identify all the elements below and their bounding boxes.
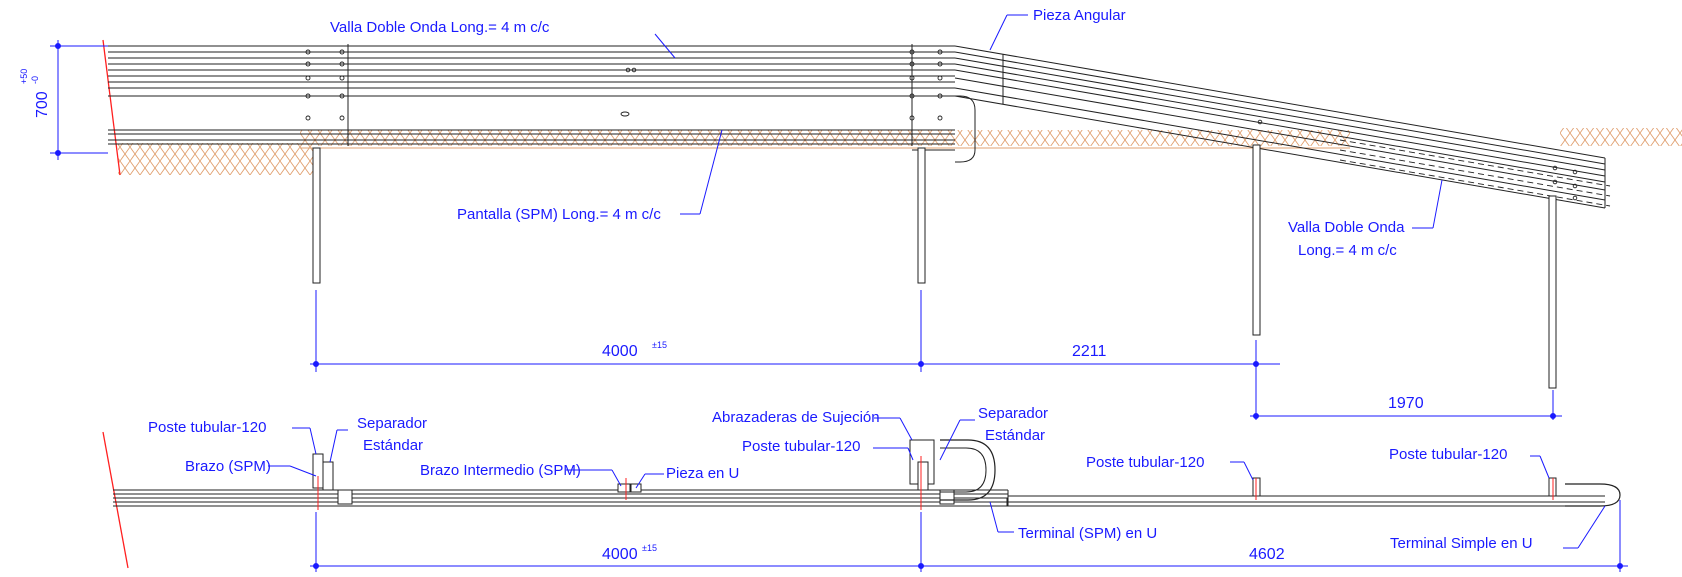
ground-hatch-right [1560,128,1682,146]
label-separador-mid-1: Separador [978,405,1048,422]
label-pantalla: Pantalla (SPM) Long.= 4 m c/c [457,206,661,223]
label-valla-top: Valla Doble Onda Long.= 4 m c/c [330,19,550,36]
label-separador-mid-2: Estándar [985,427,1045,444]
terminal-simple-u [1565,483,1621,507]
label-brazo: Brazo (SPM) [185,458,271,475]
post-elev-4 [1548,195,1557,389]
elev-dim-2-value: 2211 [1072,343,1107,360]
plan-dim-2-value: 4602 [1249,546,1285,563]
label-pieza-angular: Pieza Angular [1033,7,1126,24]
leaders-plan [268,417,1606,549]
plan-dim-1-tol: ±15 [642,543,657,553]
centerlines-red [317,456,1554,510]
label-terminal-simple: Terminal Simple en U [1390,535,1533,552]
label-abrazaderas: Abrazaderas de Sujeción [712,409,880,426]
label-separador-left-1: Separador [357,415,427,432]
post-elev-2 [917,147,926,284]
ground-hatch-left [118,143,313,175]
posts-elevation [312,144,1557,389]
height-dim-tol-upper: +50 [19,69,29,84]
cut-line-plan [102,431,129,569]
post-elev-3 [1252,144,1261,336]
label-valla-right-2: Long.= 4 m c/c [1298,242,1397,259]
label-pieza-u: Pieza en U [666,465,739,482]
terminal-spm-u [940,439,996,501]
elev-dim-1-value: 4000 [602,343,638,360]
rail-angled-dashed [1339,139,1611,207]
cut-line-elevation [102,39,121,176]
label-valla-right-1: Valla Doble Onda [1288,219,1405,236]
rail-angled [954,45,1606,209]
plan-dim-1-value: 4000 [602,546,638,563]
label-brazo-intermedio: Brazo Intermedio (SPM) [420,462,581,479]
label-poste-mid: Poste tubular-120 [742,438,860,455]
elevation-view: 700 +50 -0 Valla Doble Onda Long.= 4 m c… [19,7,1682,420]
elev-dim-1-tol: ±15 [652,340,667,350]
rail-plan [113,489,1605,507]
terminal-spm-u-inner [940,447,987,493]
height-dimension [50,40,108,160]
rail-horizontal [108,44,955,146]
post-assembly-mid [909,439,955,505]
leaders-elevation [654,14,1443,229]
label-terminal-spm: Terminal (SPM) en U [1018,525,1157,542]
bolt-marks [305,49,943,121]
screen-end-cap [955,95,976,163]
plan-dimensions [310,500,1628,572]
post-assembly-left [312,453,353,505]
plan-view: Poste tubular-120 Separador Estándar Bra… [102,405,1628,572]
elev-dim-3-value: 1970 [1388,395,1424,412]
label-poste-right2: Poste tubular-120 [1389,446,1507,463]
bolt-marks-angled [1257,119,1578,201]
height-dim-value: 700 [34,91,51,118]
label-poste-left: Poste tubular-120 [148,419,266,436]
label-poste-right1: Poste tubular-120 [1086,454,1204,471]
elevation-dimensions [310,290,1562,420]
post-elev-1 [312,147,321,284]
label-separador-left-2: Estándar [363,437,423,454]
height-dim-tol-lower: -0 [30,76,40,84]
